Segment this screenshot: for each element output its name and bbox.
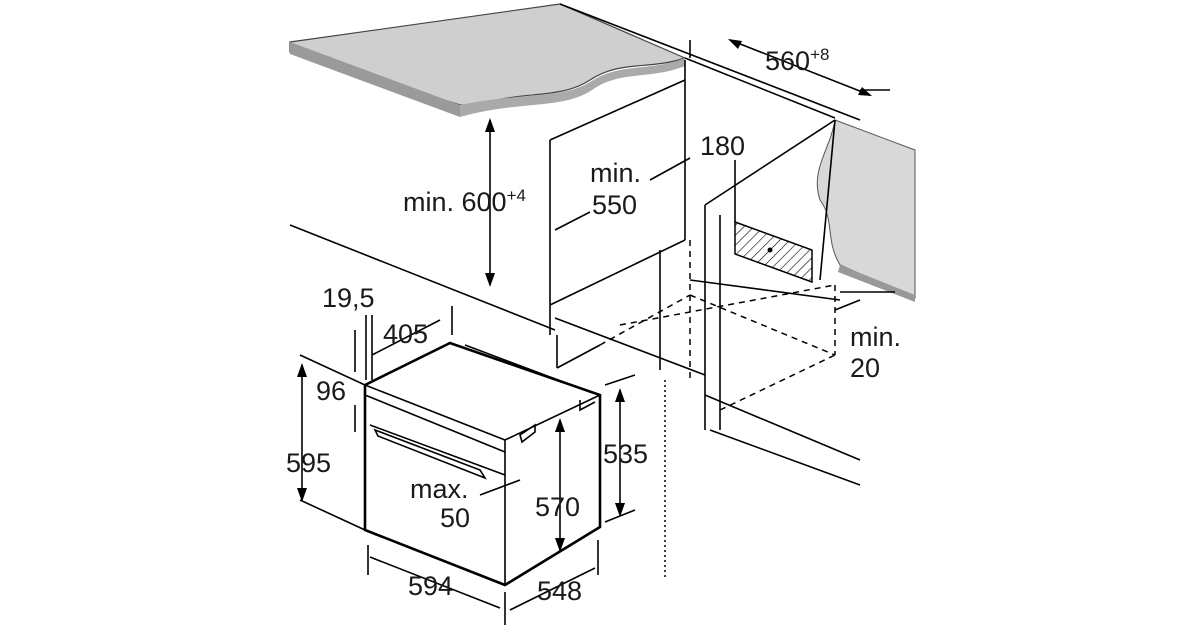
back-gap-label-2: 20	[850, 353, 880, 383]
body-depth-label: 548	[537, 576, 582, 606]
gap-label-2: 50	[440, 503, 470, 533]
back-gap-label-1: min.	[850, 322, 901, 352]
cabinet-width-label: 560+8	[765, 45, 829, 76]
niche-depth-label-2: 550	[592, 190, 637, 220]
dimension-lines	[297, 39, 895, 625]
oven-appliance	[363, 341, 602, 587]
total-height-label: 595	[286, 448, 331, 478]
gap-label-1: max.	[410, 474, 469, 504]
vent-opening	[734, 220, 813, 284]
cabinet-outline	[289, 3, 861, 486]
panel-height-label: 96	[316, 376, 346, 406]
niche-hidden-lines	[599, 240, 836, 580]
top-depth-label: 405	[383, 319, 428, 349]
body-height-label: 570	[535, 492, 580, 522]
niche-depth-label-1: min.	[590, 158, 641, 188]
side-height-label: 535	[603, 439, 648, 469]
total-width-label: 594	[408, 571, 453, 601]
countertop-right	[816, 119, 916, 302]
front-offset-label: 19,5	[322, 283, 375, 313]
niche-height-label: min. 600+4	[403, 186, 526, 217]
countertop-left	[289, 3, 687, 117]
vent-width-label: 180	[700, 131, 745, 161]
